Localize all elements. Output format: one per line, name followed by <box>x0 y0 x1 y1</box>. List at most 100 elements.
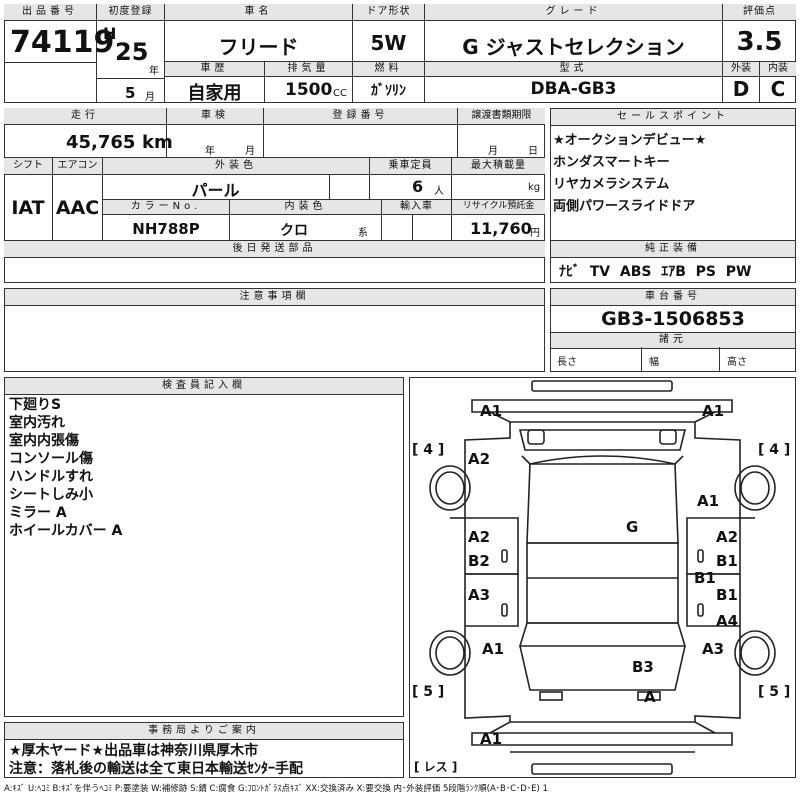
door-type: 5W <box>370 31 407 55</box>
reg-month-unit: 月 <box>145 92 155 103</box>
interior-label: 内装 <box>760 62 796 77</box>
displacement-unit: CC <box>333 88 347 99</box>
model-cell: 型式 DBA-GB3 <box>425 62 723 103</box>
door-cell: ドア形状 5W <box>353 4 425 62</box>
capacity: 6 <box>412 177 424 196</box>
tire-rear-right: [ 5 ] <box>758 684 791 700</box>
tire-front-right: [ 4 ] <box>758 442 791 458</box>
inspection-month-unit: 月 <box>245 146 255 157</box>
grade: G ジャストセレクション <box>462 35 685 59</box>
color-no-label: カラーNo. <box>103 200 229 215</box>
inspector-line: ホイールカバー A <box>9 523 123 539</box>
mileage-label: 走行 <box>4 108 166 125</box>
ac-cell: エアコン AAC <box>53 158 103 241</box>
transfer-label: 譲渡書類期限 <box>458 108 545 125</box>
int-color-unit: 系 <box>358 228 368 239</box>
office-section: 事務局よりご案内 ★厚木ヤード★出品車は神奈川県厚木市 注意：落札後の輸送は全て… <box>4 722 404 778</box>
door-label: ドア形状 <box>353 4 424 21</box>
sales-point-item: 両側パワースライドドア <box>553 199 696 214</box>
equipment-item: TV <box>589 264 611 280</box>
equipment-item: ﾅﾋﾞ <box>559 264 580 280</box>
chassis-label: 車台番号 <box>551 289 795 306</box>
spec-label: 諸元 <box>551 332 795 349</box>
lot-label: 出品番号 <box>4 4 96 21</box>
length-label: 長さ <box>557 357 577 368</box>
exterior-label: 外装 <box>723 62 759 77</box>
car-name: フリード <box>218 35 299 59</box>
import-cell: 輸入車 <box>382 200 452 241</box>
damage-door-rear-right: B1 <box>716 586 738 604</box>
mileage-cell: 走行 45,765 km <box>4 108 173 158</box>
damage-rear-bumper: A <box>644 688 656 706</box>
shift: IAT <box>11 197 45 219</box>
equipment-list: ﾅﾋﾞ TV ABS ｴｱB PS PW <box>551 258 795 281</box>
tire-rear-left: [ 5 ] <box>412 684 445 700</box>
recycle: 11,760 <box>470 219 532 238</box>
recycle-label: リサイクル預託金 <box>452 200 545 215</box>
reg-month: 5 <box>125 84 136 102</box>
import-label: 輸入車 <box>382 200 451 215</box>
first-reg-cell: 初度登録 H 25 年 5 月 <box>97 4 165 103</box>
equipment-section: 純正装備 ﾅﾋﾞ TV ABS ｴｱB PS PW <box>550 241 796 283</box>
office-line: ★厚木ヤード★出品車は神奈川県厚木市 <box>9 743 259 759</box>
fuel: ｶﾞｿﾘﾝ <box>371 83 406 99</box>
sales-points-section: セールスポイント ★オークションデビュー★ ホンダスマートキー リヤカメラシステ… <box>550 108 796 241</box>
ext-color-cell: 外装色 パール <box>103 158 370 200</box>
inspection-year-unit: 年 <box>205 146 215 157</box>
interior-grade: C <box>770 77 786 101</box>
spare-tire-status: [ レス ] <box>414 760 458 774</box>
damage-front-right: A1 <box>702 402 725 420</box>
damage-door-front-right: A2 <box>716 528 739 546</box>
ac: AAC <box>55 197 100 219</box>
damage-door-front-left-2: B2 <box>468 552 490 570</box>
ac-label: エアコン <box>53 158 102 175</box>
inspector-line: ミラー A <box>9 505 67 521</box>
car-outline-svg <box>429 380 776 775</box>
score: 3.5 <box>736 27 783 57</box>
color-no: NH788P <box>132 220 200 238</box>
int-color: クロ <box>280 223 308 239</box>
equipment-item: PS <box>695 264 716 280</box>
displacement: 1500 <box>285 80 333 100</box>
history: 自家用 <box>187 83 242 104</box>
inspector-section: 検査員記入欄 下廻りS 室内汚れ 室内内張傷 コンソール傷 ハンドルすれ シート… <box>4 377 404 717</box>
damage-fender-left: A2 <box>468 450 491 468</box>
damage-door-front-right-3: B1 <box>694 569 716 587</box>
reg-year-unit: 年 <box>149 66 159 77</box>
fuel-cell: 燃料 ｶﾞｿﾘﾝ <box>353 62 425 103</box>
equipment-item: PW <box>725 264 752 280</box>
ext-color-label: 外装色 <box>103 158 369 175</box>
chassis-number: GB3-1506853 <box>601 308 745 330</box>
mileage: 45,765 <box>66 132 136 153</box>
score-label: 評価点 <box>723 4 796 21</box>
damage-door-front-right-2: B1 <box>716 552 738 570</box>
tire-front-left: [ 4 ] <box>412 442 445 458</box>
later-parts-label: 後日発送部品 <box>4 241 545 258</box>
sales-point-item: ★オークションデビュー★ <box>553 133 707 148</box>
sales-points-label: セールスポイント <box>551 109 795 126</box>
recycle-unit: 円 <box>530 228 540 239</box>
transfer-month-unit: 月 <box>488 146 498 157</box>
inspection-label: 車検 <box>167 108 263 125</box>
damage-rear-bottom: A1 <box>480 730 503 748</box>
later-parts-cell: 後日発送部品 <box>4 241 545 283</box>
shift-cell: シフト IAT <box>4 158 53 241</box>
damage-trunk: B3 <box>632 658 654 676</box>
car-name-cell: 車名 フリード <box>165 4 353 62</box>
shift-label: シフト <box>4 158 52 175</box>
equipment-item: ｴｱB <box>661 264 686 280</box>
score-cell: 評価点 3.5 <box>723 4 796 62</box>
model-label: 型式 <box>425 62 722 77</box>
inspector-line: シートしみ小 <box>9 487 93 503</box>
reg-year: 25 <box>115 38 149 66</box>
damage-fender-right: A1 <box>697 492 720 510</box>
int-color-cell: 内装色 クロ 系 <box>230 200 382 241</box>
inspector-line: コンソール傷 <box>9 451 93 467</box>
mileage-unit: km <box>142 132 173 153</box>
inspector-notes: 下廻りS 室内汚れ 室内内張傷 コンソール傷 ハンドルすれ シートしみ小 ミラー… <box>5 395 403 540</box>
damage-diagram: A1 A1 [ 4 ] [ 4 ] A2 A1 G A2 B2 A2 B1 B1… <box>409 377 796 778</box>
notes-label: 注意事項欄 <box>5 289 544 306</box>
capacity-cell: 乗車定員 6 人 <box>370 158 452 200</box>
width-label: 幅 <box>649 357 659 368</box>
lot-cell: 出品番号 74119 <box>4 4 114 103</box>
